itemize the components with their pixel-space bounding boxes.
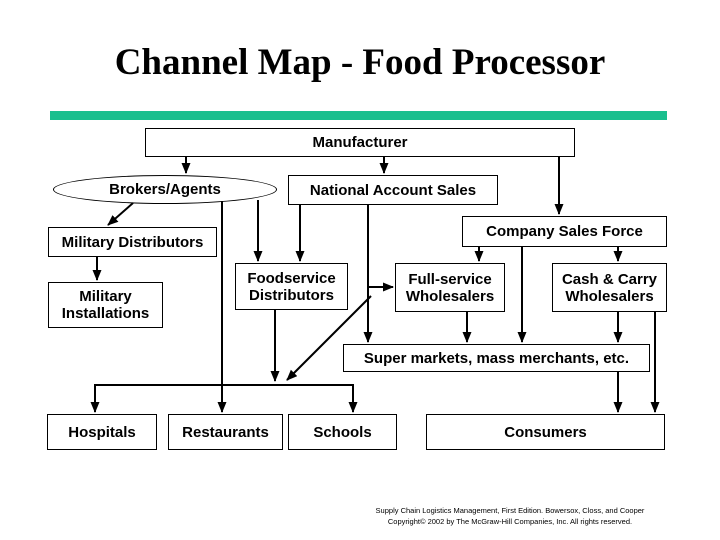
footer-line-2: Copyright© 2002 by The McGraw-Hill Compa…: [387, 517, 633, 526]
node-foodservice-distributors: Foodservice Distributors: [235, 263, 348, 310]
node-national-account-sales: National Account Sales: [288, 175, 498, 205]
edge-brokers-mildist: [107, 202, 134, 226]
node-full-service-wholesalers: Full-service Wholesalers: [395, 263, 505, 312]
node-cash-carry-wholesalers: Cash & Carry Wholesalers: [552, 263, 667, 312]
node-hospitals: Hospitals: [47, 414, 157, 450]
footer-line-1: Supply Chain Logistics Management, First…: [375, 506, 645, 515]
node-consumers: Consumers: [426, 414, 665, 450]
node-manufacturer: Manufacturer: [145, 128, 575, 157]
node-brokers-agents: Brokers/Agents: [53, 175, 277, 204]
node-military-distributors: Military Distributors: [48, 227, 217, 257]
accent-bar: [50, 111, 667, 120]
slide-footer: Supply Chain Logistics Management, First…: [350, 505, 670, 527]
slide-title: Channel Map - Food Processor: [114, 42, 606, 83]
node-schools: Schools: [288, 414, 397, 450]
node-company-sales-force: Company Sales Force: [462, 216, 667, 247]
node-military-installations: Military Installations: [48, 282, 163, 328]
node-super-markets: Super markets, mass merchants, etc.: [343, 344, 650, 372]
node-restaurants: Restaurants: [168, 414, 283, 450]
